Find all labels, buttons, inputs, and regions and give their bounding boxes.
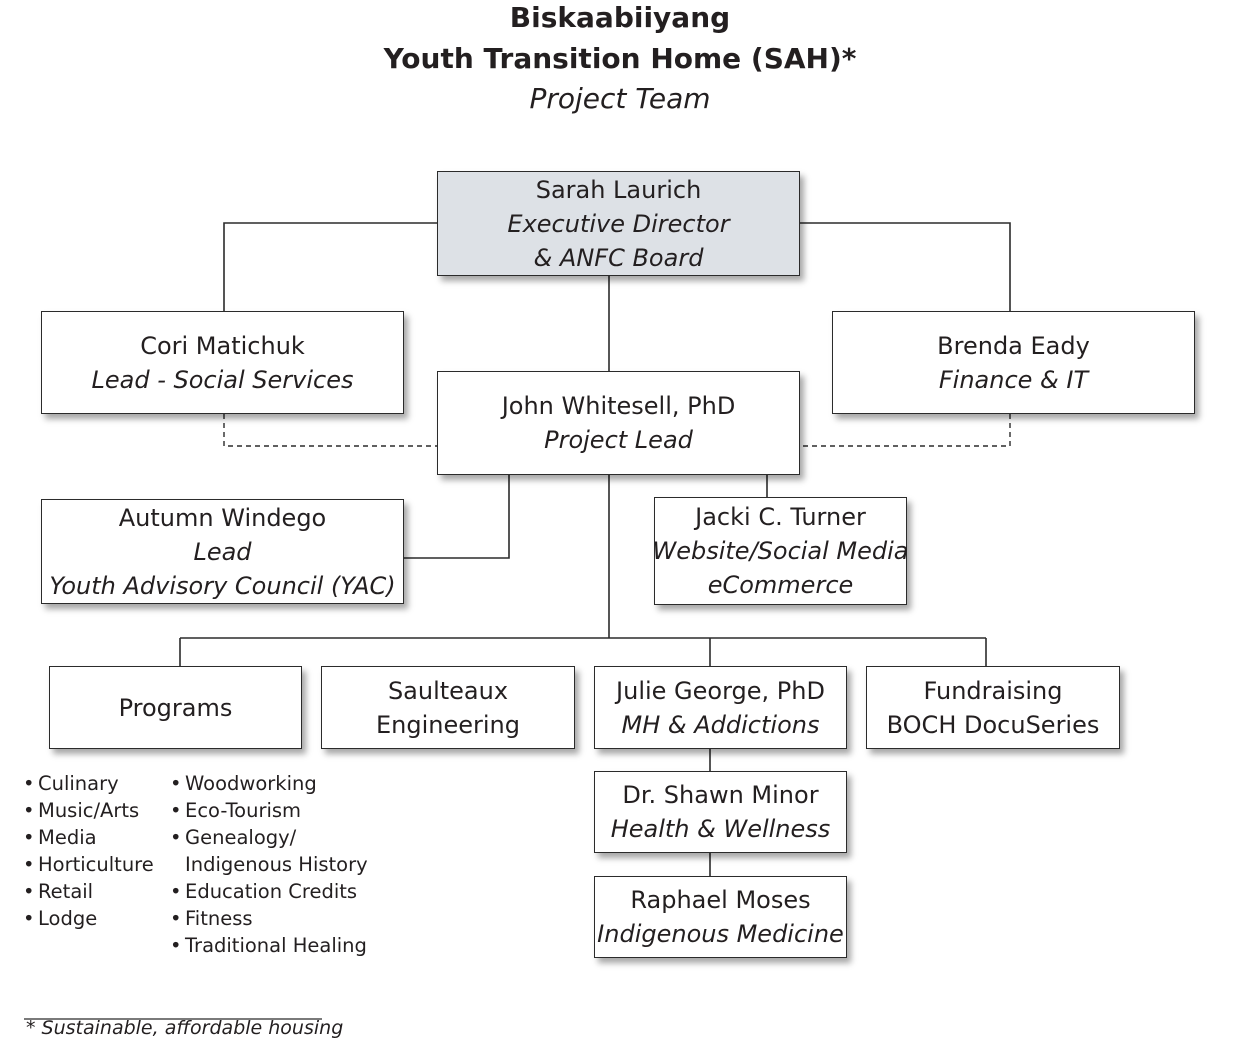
- box-programs: Programs: [49, 666, 302, 749]
- programs-list-col2: •Woodworking •Eco-Tourism •Genealogy/ In…: [170, 770, 368, 959]
- executive-role-board: & ANFC Board: [533, 243, 704, 272]
- list-item: •Horticulture: [23, 853, 154, 876]
- list-item: •Traditional Healing: [170, 934, 367, 957]
- yac-role: Lead: [193, 537, 252, 566]
- box-executive-director: Sarah Laurich Executive Director & ANFC …: [437, 171, 800, 276]
- connector-exec-social: [223, 222, 437, 311]
- dashed-connector-finance: [800, 414, 1011, 447]
- box-fundraising: Fundraising BOCH DocuSeries: [866, 666, 1120, 749]
- list-item: •Culinary: [23, 772, 119, 795]
- list-item: •Retail: [23, 880, 94, 903]
- box-social-services: Cori Matichuk Lead - Social Services: [41, 311, 404, 414]
- social-name: Cori Matichuk: [140, 331, 305, 360]
- executive-name: Sarah Laurich: [535, 175, 702, 204]
- list-item: •Music/Arts: [23, 799, 140, 822]
- health-role: Health & Wellness: [610, 815, 831, 843]
- engineering-line1: Saulteaux: [387, 676, 509, 705]
- chart-caption: Project Team: [529, 82, 711, 115]
- web-role: Website/Social Media: [652, 537, 909, 565]
- box-saulteaux-engineering: Saulteaux Engineering: [321, 666, 575, 749]
- chart-subtitle: Youth Transition Home (SAH)*: [383, 42, 857, 75]
- list-item: •Woodworking: [170, 772, 317, 795]
- dashed-connector-social: [223, 414, 437, 447]
- yac-council: Youth Advisory Council (YAC): [49, 571, 396, 600]
- footnote: * Sustainable, affordable housing: [26, 1017, 344, 1039]
- web-ecommerce: eCommerce: [707, 571, 854, 599]
- box-health-wellness: Dr. Shawn Minor Health & Wellness: [594, 771, 847, 853]
- finance-name: Brenda Eady: [937, 331, 1090, 360]
- list-item: •Fitness: [170, 907, 253, 930]
- chart-title: Biskaabiiyang: [509, 1, 731, 34]
- box-mh-addictions: Julie George, PhD MH & Addictions: [594, 666, 847, 749]
- box-finance: Brenda Eady Finance & IT: [832, 311, 1195, 414]
- health-name: Dr. Shawn Minor: [622, 781, 819, 809]
- medicine-role: Indigenous Medicine: [597, 920, 844, 948]
- web-name: Jacki C. Turner: [695, 503, 866, 531]
- programs-list-col1: •Culinary •Music/Arts •Media •Horticultu…: [23, 770, 154, 932]
- fundraising-line1: Fundraising: [923, 676, 1063, 705]
- project-lead-name: John Whitesell, PhD: [501, 392, 736, 420]
- list-item: •Lodge: [23, 907, 98, 930]
- mh-role: MH & Addictions: [621, 710, 820, 739]
- box-youth-advisory-council: Autumn Windego Lead Youth Advisory Counc…: [41, 499, 404, 604]
- project-lead-role: Project Lead: [544, 426, 693, 454]
- list-item: •Education Credits: [170, 880, 358, 903]
- connector-exec-finance: [800, 222, 1011, 311]
- list-item: •Media: [23, 826, 97, 849]
- mh-name: Julie George, PhD: [616, 676, 825, 705]
- yac-name: Autumn Windego: [118, 503, 327, 532]
- executive-role: Executive Director: [507, 209, 730, 238]
- box-indigenous-medicine: Raphael Moses Indigenous Medicine: [594, 876, 847, 958]
- programs-label: Programs: [118, 693, 233, 722]
- box-website-social-media: Jacki C. Turner Website/Social Media eCo…: [652, 497, 909, 605]
- connector-projectlead-yac: [404, 475, 510, 559]
- box-project-lead: John Whitesell, PhD Project Lead: [437, 371, 800, 475]
- engineering-line2: Engineering: [376, 710, 520, 739]
- medicine-name: Raphael Moses: [630, 886, 811, 914]
- finance-role: Finance & IT: [938, 365, 1089, 394]
- list-item: •Genealogy/: [170, 826, 297, 849]
- list-item: Indigenous History: [185, 853, 368, 876]
- social-role: Lead - Social Services: [91, 365, 354, 394]
- list-item: •Eco-Tourism: [170, 799, 302, 822]
- fundraising-line2: BOCH DocuSeries: [886, 710, 1100, 739]
